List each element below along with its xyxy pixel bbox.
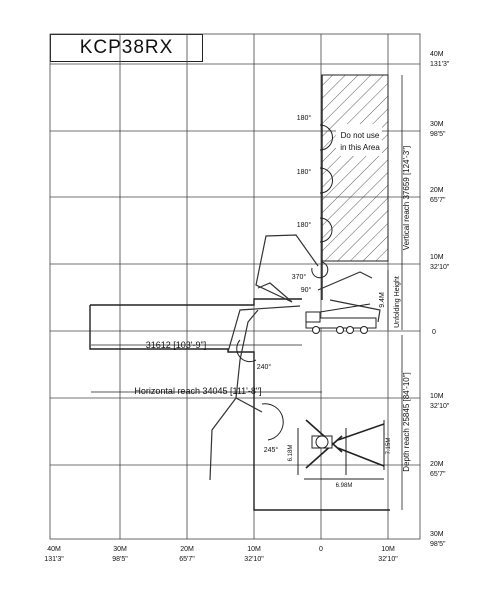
scale-bottom-ft: 32'10" <box>244 556 264 563</box>
boom-fold <box>317 271 373 291</box>
scale-bottom-m: 20M <box>180 546 194 553</box>
horizontal-reach-label: Horizontal reach 34045 [111'-8"] <box>134 386 261 396</box>
no-use-line1: Do not use <box>341 131 380 140</box>
angle-label: 180° <box>297 221 312 229</box>
scale-bottom-m: 0 <box>319 546 323 553</box>
dim-31612: 31612 [103'-9"] <box>146 340 206 350</box>
scale-right-m: 40M <box>430 51 444 58</box>
outrigger-right-label: 7.15M <box>386 438 392 455</box>
model-title: KCP38RX <box>79 37 174 58</box>
arc-180-1 <box>319 124 333 151</box>
scale-bottom-m: 10M <box>247 546 261 553</box>
vertical-reach-label: Vertical reach 37659 [124'-3"] <box>402 146 411 250</box>
rotation-arcs <box>236 124 333 441</box>
angle-label: 240° <box>257 363 272 371</box>
boom-joint <box>257 282 293 303</box>
scale-right-ft: 131'3" <box>430 61 450 68</box>
scale-right-m: 30M <box>430 121 444 128</box>
scale-right-ft: 32'10" <box>430 403 450 410</box>
scale-right-m: 10M <box>430 254 444 261</box>
scale-bottom-m: 30M <box>113 546 127 553</box>
grid-frame <box>49 33 421 540</box>
boom-depth-joint <box>235 397 263 413</box>
right-scale: 40M 131'3" 30M 98'5" 20M 65'7" 10M 32'10… <box>430 51 450 548</box>
arc-180-3 <box>319 217 333 243</box>
angle-label: 180° <box>297 114 312 122</box>
model-title-box: KCP38RX <box>50 34 203 62</box>
scale-right-ft: 65'7" <box>430 197 446 204</box>
restricted-area: Do not use in this Area <box>321 74 389 262</box>
scale-right-ft: 32'10" <box>430 264 450 271</box>
scale-right-m: 20M <box>430 461 444 468</box>
scale-right-m: 20M <box>430 187 444 194</box>
arc-370 <box>311 261 329 279</box>
boom-horizontal <box>227 305 301 353</box>
unfolding-height-value: 9.4M <box>379 292 386 308</box>
bottom-scale: 40M 131'3" 30M 98'5" 20M 65'7" 10M 32'10… <box>44 546 398 563</box>
arc-245 <box>261 403 284 441</box>
boom-vertical <box>255 234 319 303</box>
angle-label: 370° <box>292 273 307 281</box>
outrigger-left-label: 6.18M <box>288 445 294 462</box>
boom-unfold <box>329 299 381 323</box>
arc-180-2 <box>319 167 333 194</box>
truck <box>305 303 377 334</box>
scale-bottom-m: 10M <box>381 546 395 553</box>
angle-labels: 180° 180° 180° 370° 90° 240° 245° <box>257 114 312 454</box>
scale-right-m: 10M <box>430 393 444 400</box>
scale-right-ft: 98'5" <box>430 541 446 548</box>
top-boom-line <box>90 298 302 306</box>
scale-right-ft: 98'5" <box>430 131 446 138</box>
scale-bottom-m: 40M <box>47 546 61 553</box>
angle-label: 245° <box>264 446 279 454</box>
outrigger-bottom-label: 6.98M <box>336 483 353 489</box>
angle-label: 90° <box>301 286 312 294</box>
dimension-lines <box>91 75 403 510</box>
boom-sections <box>209 234 381 481</box>
scale-bottom-ft: 98'5" <box>112 556 128 563</box>
scale-right-m: 30M <box>430 531 444 538</box>
scale-right-ft: 65'7" <box>430 471 446 478</box>
no-use-line2: in this Area <box>340 143 380 152</box>
scale-bottom-ft: 65'7" <box>179 556 195 563</box>
boom-depth <box>209 309 259 481</box>
scale-bottom-ft: 131'3" <box>44 556 64 563</box>
unfolding-height-label: Unfolding Height <box>394 276 401 328</box>
scale-bottom-ft: 32'10" <box>378 556 398 563</box>
angle-label: 180° <box>297 168 312 176</box>
outrigger-footprint <box>297 419 385 480</box>
arc-240 <box>236 339 257 363</box>
scale-right-m: 0 <box>432 329 436 336</box>
depth-reach-label: Depth reach 25845 [84'-10"] <box>402 372 411 472</box>
